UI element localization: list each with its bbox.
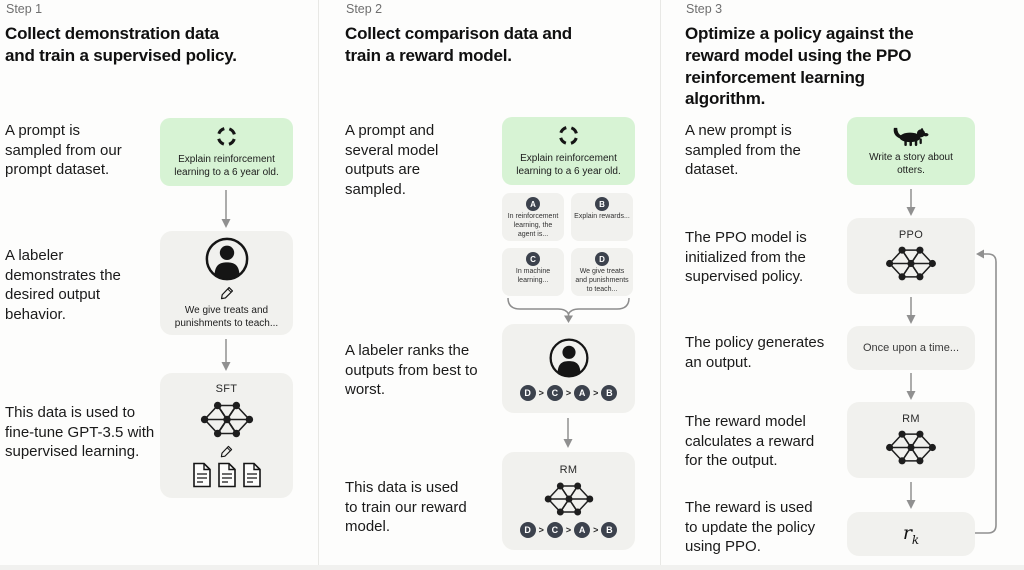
step3-row5-text: The reward is used to update the policy …: [685, 499, 816, 555]
ppo-label: PPO: [898, 228, 924, 241]
step1-prompt-text: Explain reinforcement learning to a 6 ye…: [174, 154, 279, 178]
network-icon: [885, 429, 937, 465]
ranking-row: D > C > A > B: [519, 522, 618, 538]
step1-label: Step 1: [6, 2, 43, 16]
flow-arrow: [221, 339, 231, 371]
step3-rm-box: RM: [847, 402, 975, 478]
step3-row2-text: The PPO model is initialized from the su…: [685, 229, 807, 285]
labeler-icon: [548, 337, 589, 378]
step2-row2-text: A labeler ranks the outputs from best to…: [345, 342, 478, 398]
output-text: In reinforcement learning, the agent is.…: [507, 213, 559, 238]
rank-separator: >: [593, 387, 599, 398]
output-box-d: D We give treats and punishments to teac…: [571, 248, 633, 296]
step3-row4-text: The reward model calculates a reward for…: [685, 413, 815, 469]
rank-separator: >: [538, 387, 544, 398]
step3-label: Step 3: [686, 2, 723, 16]
step2-prompt-text: Explain reinforcement learning to a 6 ye…: [516, 153, 621, 177]
otter-icon: [893, 127, 929, 147]
rank-badge: C: [546, 522, 563, 538]
output-box-c: C In machine learning...: [502, 248, 564, 296]
step3-heading: Optimize a policy against the reward mod…: [685, 24, 914, 109]
step3-reward-box: rk: [847, 512, 975, 556]
step1-prompt-box: Explain reinforcement learning to a 6 ye…: [160, 118, 293, 186]
step1-labeler-text: We give treats and punishments to teach.…: [174, 305, 279, 329]
output-badge: A: [526, 197, 540, 211]
step1-labeler-box: We give treats and punishments to teach.…: [160, 231, 293, 335]
flow-arrow: [906, 189, 916, 216]
labeler-icon: [205, 237, 248, 281]
step2-heading: Collect comparison data and train a rewa…: [345, 24, 572, 65]
network-icon: [199, 400, 254, 439]
reward-symbol: rk: [902, 521, 920, 547]
step2-label: Step 2: [346, 2, 383, 16]
rank-badge: B: [601, 522, 618, 538]
step3-prompt-box: Write a story about otters.: [847, 117, 975, 185]
rank-separator: >: [565, 387, 572, 398]
sft-label: SFT: [215, 383, 238, 395]
step1-row2-text: A labeler demonstrates the desired outpu…: [5, 247, 121, 323]
rank-badge: D: [519, 522, 536, 538]
output-text: In machine learning...: [515, 268, 551, 284]
step2-row3-text: This data is used to train our reward mo…: [345, 479, 467, 535]
step1-row3-text: This data is used to fine-tune GPT-3.5 w…: [5, 404, 155, 460]
rank-badge: A: [574, 522, 591, 538]
rank-badge: C: [546, 384, 563, 401]
pencil-icon: [220, 445, 233, 458]
rank-separator: >: [593, 525, 599, 535]
output-box-a: A In reinforcement learning, the agent i…: [502, 193, 564, 241]
output-badge: C: [526, 252, 540, 266]
flow-arrow: [906, 482, 916, 509]
ranking-row: D > C > A > B: [519, 384, 618, 401]
step3-output-text: Once upon a time...: [863, 342, 959, 354]
output-text: We give treats and punishments to teach.…: [575, 268, 629, 293]
column-divider-2: [660, 0, 661, 570]
flow-arrow: [221, 190, 231, 228]
step3-row1-text: A new prompt is sampled from the dataset…: [685, 122, 801, 178]
rank-separator: >: [538, 525, 544, 535]
bottom-edge: [0, 565, 1024, 570]
cycle-icon: [215, 125, 238, 148]
rm-label: RM: [559, 464, 578, 476]
step2-rm-box: RM D > C > A > B: [502, 452, 635, 550]
step1-sft-box: SFT: [160, 373, 293, 498]
documents-icon: [191, 462, 263, 488]
output-badge: D: [595, 252, 609, 266]
rm-label: RM: [902, 412, 920, 425]
pencil-icon: [220, 286, 233, 300]
network-icon: [885, 245, 937, 281]
rank-separator: >: [565, 525, 572, 535]
step3-row3-text: The policy generates an output.: [685, 334, 825, 371]
rank-badge: A: [574, 384, 591, 401]
column-divider-1: [318, 0, 319, 570]
cycle-icon: [557, 124, 580, 147]
flow-arrow: [906, 373, 916, 400]
step3-ppo-box: PPO: [847, 218, 975, 294]
flow-arrow: [906, 297, 916, 324]
step2-prompt-box: Explain reinforcement learning to a 6 ye…: [502, 117, 635, 185]
rank-badge: D: [519, 384, 536, 401]
step2-labeler-box: D > C > A > B: [502, 324, 635, 413]
step3-output-box: Once upon a time...: [847, 326, 975, 370]
network-icon: [543, 481, 594, 517]
step3-prompt-text: Write a story about otters.: [869, 152, 953, 176]
step1-row1-text: A prompt is sampled from our prompt data…: [5, 122, 122, 178]
flow-arrow: [563, 418, 573, 448]
output-box-b: B Explain rewards...: [571, 193, 633, 241]
step2-row1-text: A prompt and several model outputs are s…: [345, 122, 439, 198]
rank-badge: B: [601, 384, 618, 401]
output-badge: B: [595, 197, 609, 211]
step1-heading: Collect demonstration data and train a s…: [5, 24, 237, 65]
brace-connector: [507, 297, 630, 323]
feedback-loop-arrow: [975, 249, 997, 534]
output-text: Explain rewards...: [574, 213, 630, 220]
